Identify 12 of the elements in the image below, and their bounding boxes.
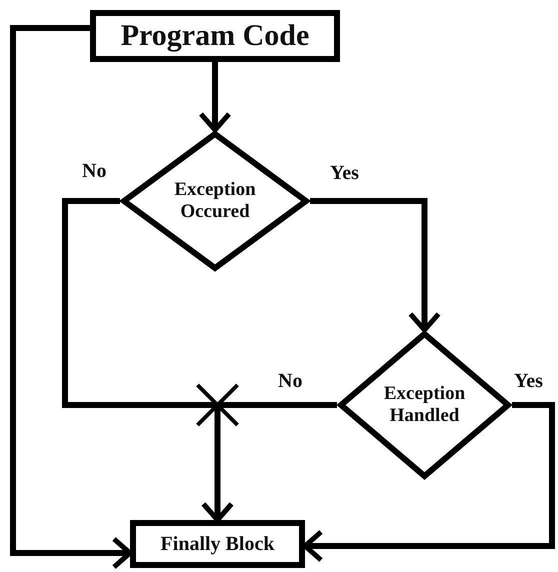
- process-box: [90, 10, 340, 62]
- decision-diamond: [337, 330, 512, 480]
- node-label: Exception Occured: [173, 179, 257, 223]
- decision-diamond: [120, 130, 310, 272]
- connector-arrow: [198, 62, 232, 132]
- node-label: Finally Block: [160, 532, 274, 556]
- node-label: Exception Handled: [382, 383, 466, 427]
- connector-arrow: [310, 198, 441, 332]
- node-label: Program Code: [120, 18, 310, 54]
- connector-arrow: [201, 402, 337, 522]
- connector-arrow: [10, 25, 132, 570]
- process-box: [130, 520, 305, 568]
